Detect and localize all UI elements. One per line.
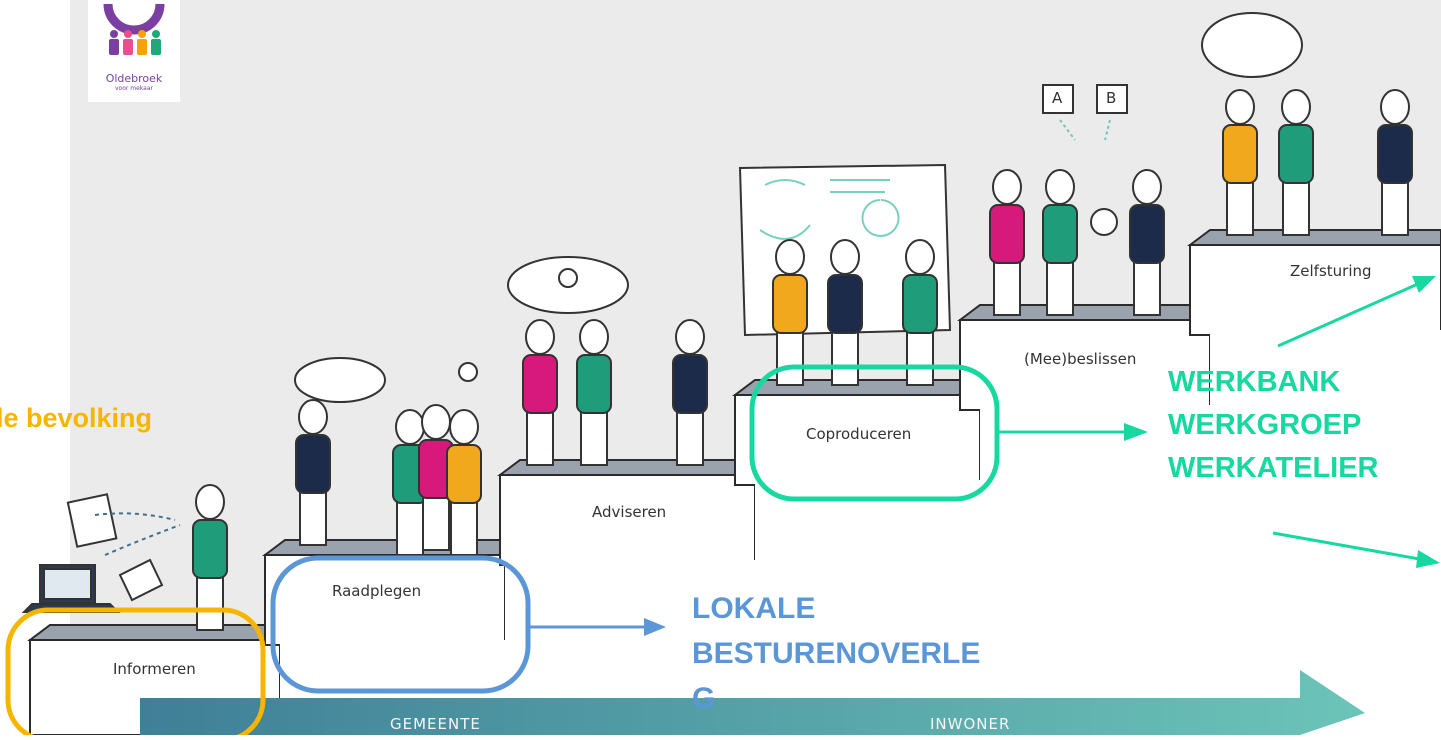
logo-name: Oldebroek xyxy=(105,72,163,85)
gemeente-inwoner-arrow xyxy=(140,670,1365,735)
choice-boxes xyxy=(1042,84,1128,141)
choice-b-label: B xyxy=(1106,89,1117,107)
work-line-werkbank: WERKBANK xyxy=(1168,366,1341,398)
population-callout: le bevolking xyxy=(0,403,153,433)
arrow-label-inwoner: INWONER xyxy=(930,715,1011,733)
person-figure xyxy=(1377,89,1413,236)
person-figure xyxy=(522,319,558,466)
person-figure xyxy=(772,239,808,386)
people-figures xyxy=(192,89,1413,631)
step-label-meebeslissen: (Mee)beslissen xyxy=(1024,350,1137,368)
raadplegen-highlight xyxy=(270,555,531,694)
logo-tagline: voor mekaar xyxy=(115,85,153,92)
staircase xyxy=(27,229,1441,736)
person-figure xyxy=(1129,169,1165,316)
step-label-adviseren: Adviseren xyxy=(592,503,667,521)
step-label-raadplegen: Raadplegen xyxy=(332,582,422,600)
person-figure xyxy=(1278,89,1314,236)
callout-arrows xyxy=(528,276,1440,636)
work-line-werkgroep: WERKGROEP xyxy=(1168,409,1362,441)
person-figure xyxy=(576,319,612,466)
work-callouts: WERKBANK WERKGROEP WERKATELIER xyxy=(1168,363,1379,487)
person-figure xyxy=(672,319,708,466)
oldebroek-logo xyxy=(88,0,180,102)
work-line-werkatelier: WERKATELIER xyxy=(1168,452,1379,484)
person-figure xyxy=(295,399,331,546)
step-label-informeren: Informeren xyxy=(113,660,196,678)
lightbulbs xyxy=(458,208,1118,382)
person-figure xyxy=(1222,89,1258,236)
step-label-coproduceren: Coproduceren xyxy=(806,425,912,443)
person-figure xyxy=(1042,169,1078,316)
arrow-label-gemeente: GEMEENTE xyxy=(390,715,481,733)
local-council-callout: LOKALE BESTURENOVERLE G xyxy=(692,592,981,715)
person-figure xyxy=(989,169,1025,316)
informeren-highlight xyxy=(5,607,266,740)
person-figure xyxy=(192,484,228,631)
person-figure xyxy=(902,239,938,386)
person-figure xyxy=(827,239,863,386)
speech-bubbles xyxy=(294,12,1303,403)
step-label-zelfsturing: Zelfsturing xyxy=(1290,262,1372,280)
choice-a-label: A xyxy=(1052,89,1063,107)
person-figure xyxy=(446,409,482,556)
